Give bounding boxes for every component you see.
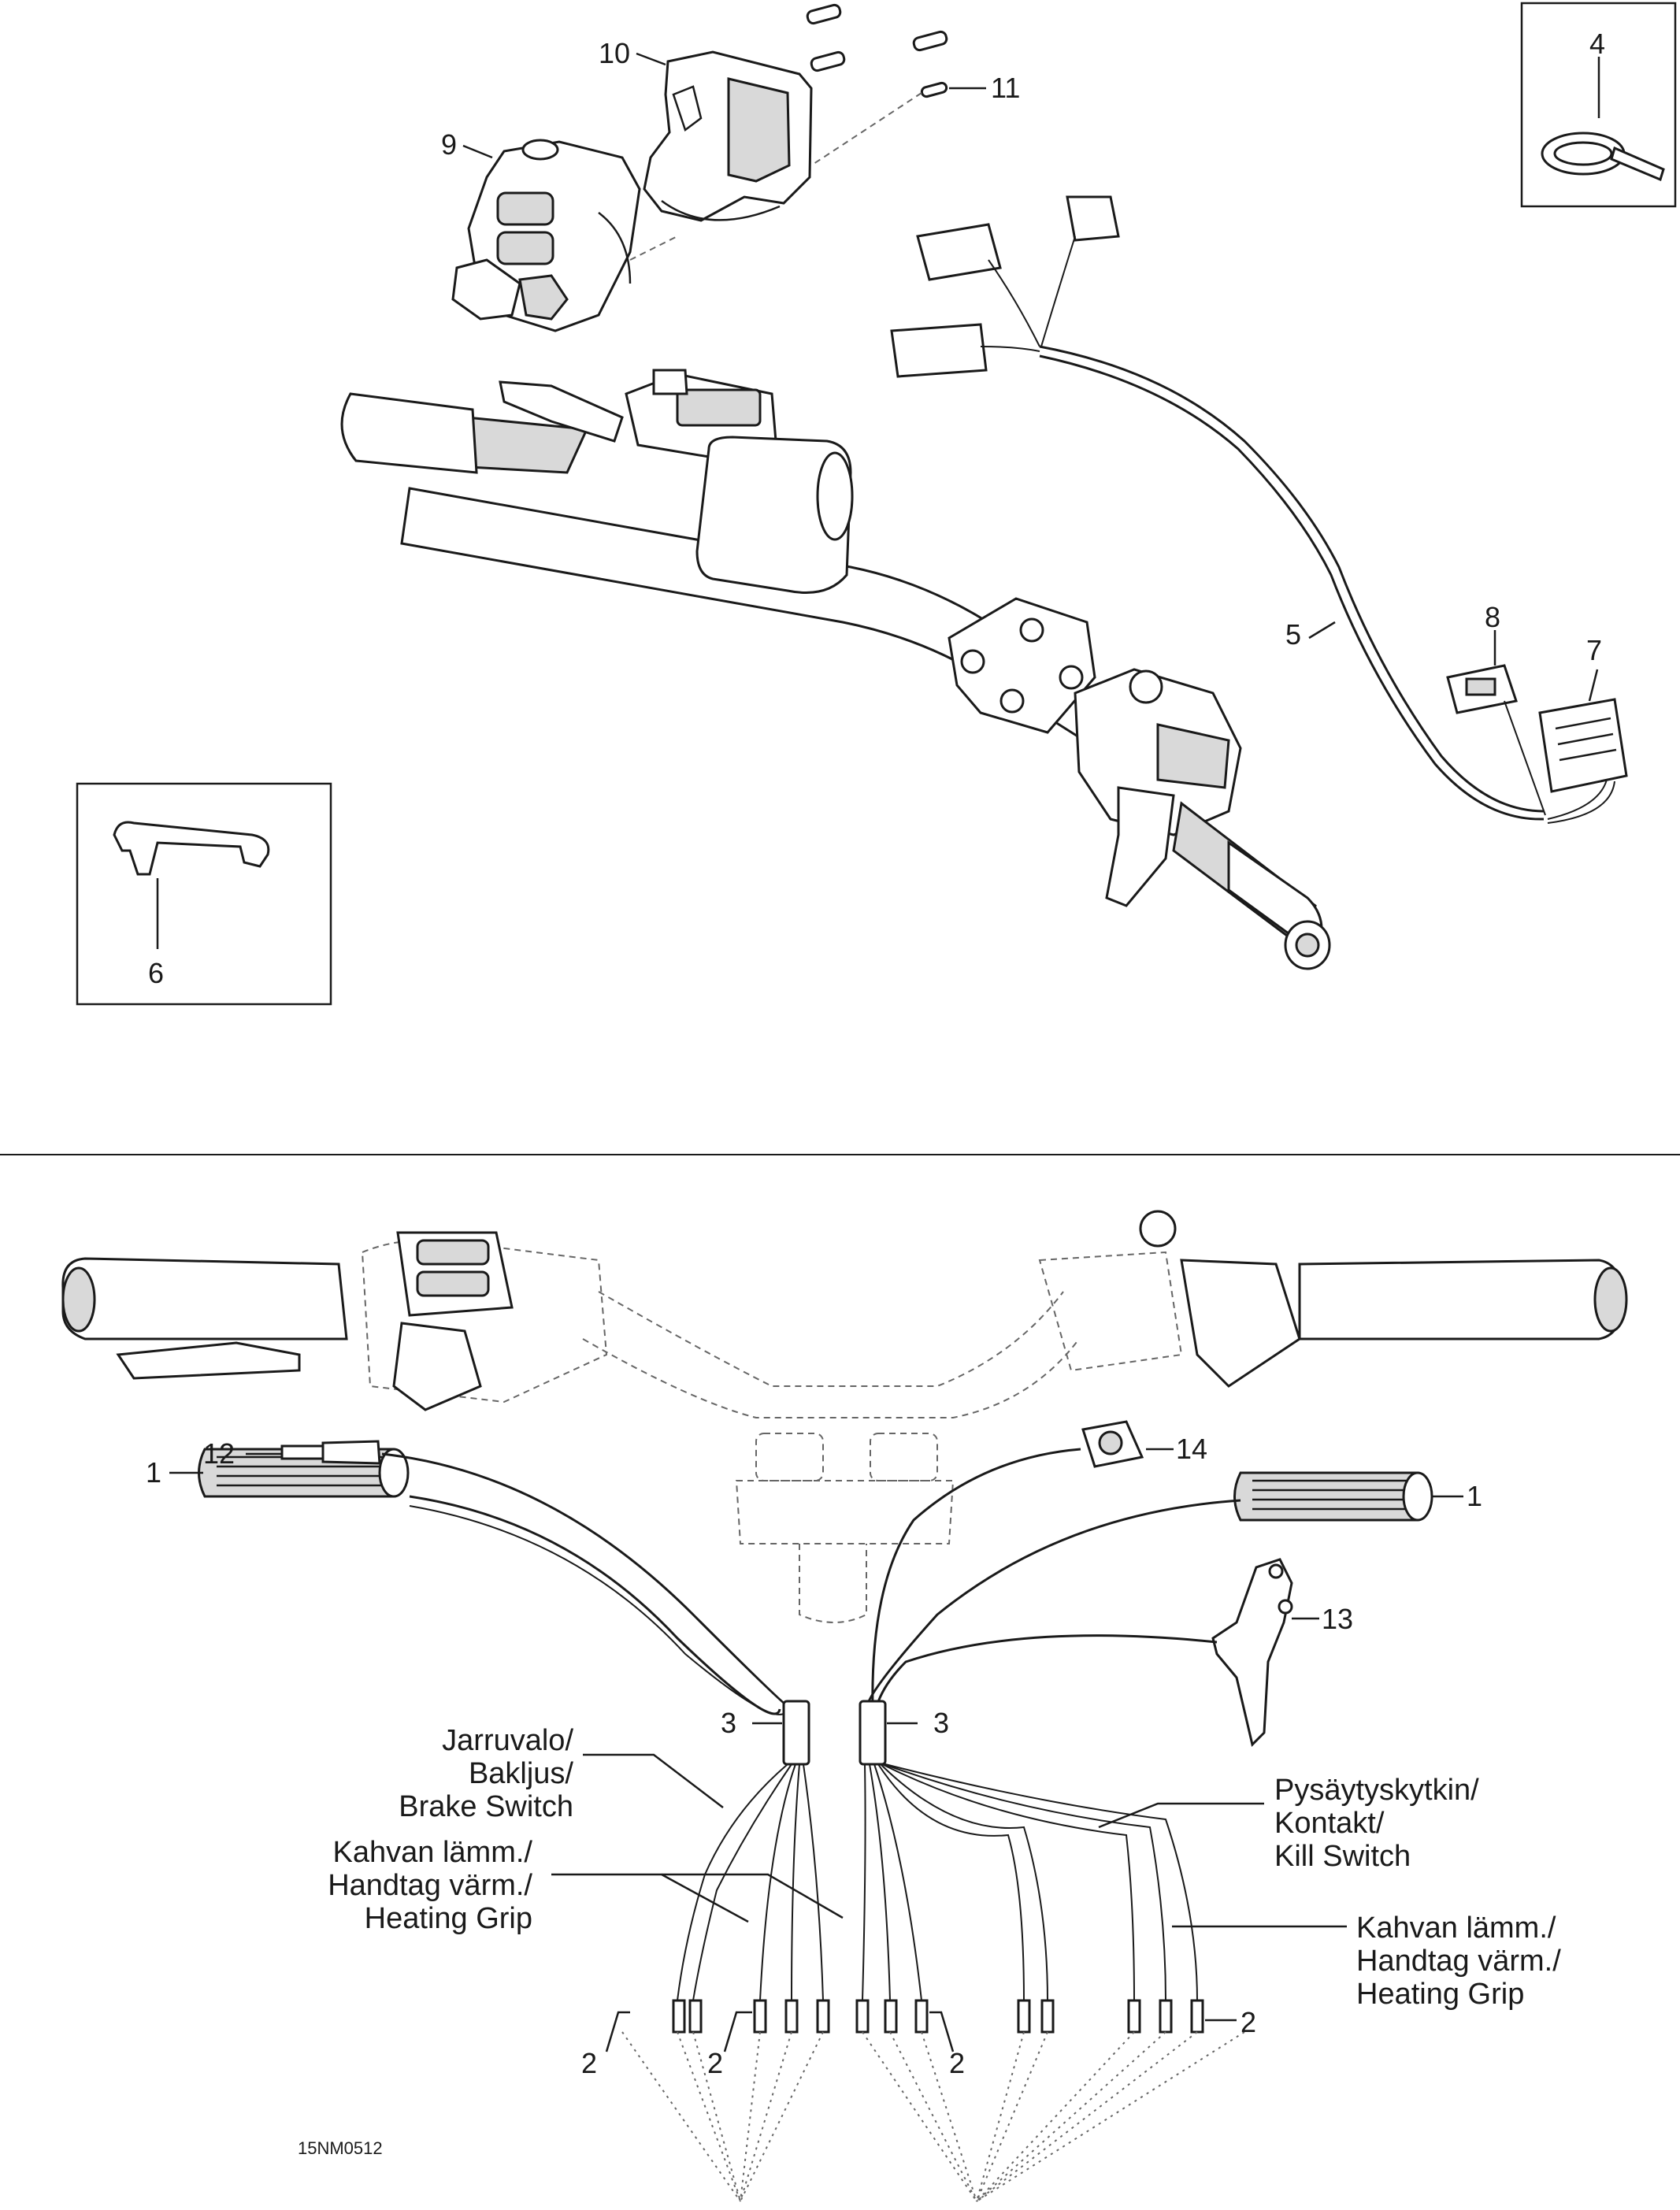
switch-housing-rear: 10 11 xyxy=(599,3,1020,222)
connector-multipin-icon xyxy=(1538,698,1628,793)
svg-text:Kahvan lämm./: Kahvan lämm./ xyxy=(1356,1912,1556,1945)
callout-11: 11 xyxy=(991,72,1020,104)
callout-2-b: 2 xyxy=(707,2047,723,2079)
handlebar-front-view xyxy=(61,1210,1628,1623)
screw-icon xyxy=(806,3,948,98)
callout-2-d: 2 xyxy=(1241,2006,1256,2038)
svg-text:Handtag värm./: Handtag värm./ xyxy=(328,1869,532,1902)
svg-text:Pysäytyskytkin/: Pysäytyskytkin/ xyxy=(1274,1774,1479,1807)
label-brake-switch: Jarruvalo/ Bakljus/ Brake Switch xyxy=(399,1724,724,1823)
drawing-code: 15NM0512 xyxy=(298,2138,383,2158)
bracket-icon xyxy=(113,821,270,876)
callout-14: 14 xyxy=(1176,1433,1207,1465)
callout-2-a: 2 xyxy=(581,2047,597,2079)
label-kill-switch: Pysäytyskytkin/ Kontakt/ Kill Switch xyxy=(1098,1774,1479,1873)
svg-text:Kontakt/: Kontakt/ xyxy=(1274,1807,1385,1840)
handlebar-assembly xyxy=(340,369,1331,970)
callout-13: 13 xyxy=(1322,1603,1353,1635)
switch-housing-front: 9 xyxy=(441,128,678,332)
svg-text:Kahvan lämm./: Kahvan lämm./ xyxy=(333,1836,533,1869)
callout-12: 12 xyxy=(203,1437,235,1470)
svg-text:Heating Grip: Heating Grip xyxy=(365,1902,532,1935)
connector-3pin-icon xyxy=(1446,664,1518,714)
svg-text:Handtag värm./: Handtag värm./ xyxy=(1356,1945,1561,1978)
callout-7: 7 xyxy=(1586,634,1602,666)
svg-text:Heating Grip: Heating Grip xyxy=(1356,1978,1524,2011)
callout-10: 10 xyxy=(599,37,630,69)
callout-5: 5 xyxy=(1285,618,1301,651)
callout-1-left: 1 xyxy=(146,1456,161,1489)
callout-3-left: 3 xyxy=(721,1707,736,1739)
inset-box-cable-tie: 4 xyxy=(1520,2,1677,208)
kill-switch-part: 14 xyxy=(1081,1420,1207,1468)
svg-text:Bakljus/: Bakljus/ xyxy=(469,1757,573,1790)
inset-box-bracket: 6 xyxy=(76,782,332,1006)
label-heating-grip-right: Kahvan lämm./ Handtag värm./ Heating Gri… xyxy=(1172,1912,1561,2011)
callout-1-right: 1 xyxy=(1467,1480,1482,1512)
heating-element-right: 1 xyxy=(1233,1471,1482,1522)
callout-6: 6 xyxy=(148,957,164,989)
svg-text:Jarruvalo/: Jarruvalo/ xyxy=(442,1724,573,1757)
callout-4: 4 xyxy=(1589,28,1605,60)
callout-3-right: 3 xyxy=(933,1707,949,1739)
cable-tie-icon xyxy=(1541,132,1665,182)
callout-2-c: 2 xyxy=(949,2047,965,2079)
harness-wires-bottom: 3 3 xyxy=(381,1448,1256,2202)
wiring-harness: 5 8 7 xyxy=(890,195,1628,824)
temperature-sensor: 12 xyxy=(203,1437,381,1470)
svg-text:Kill Switch: Kill Switch xyxy=(1274,1840,1411,1873)
label-heating-grip-left: Kahvan lämm./ Handtag värm./ Heating Gri… xyxy=(328,1836,844,1935)
callout-9: 9 xyxy=(441,128,457,161)
callout-8: 8 xyxy=(1485,601,1500,633)
switch-bracket-part: 13 xyxy=(1211,1558,1353,1747)
svg-text:Brake Switch: Brake Switch xyxy=(399,1790,573,1823)
pin-connector-icon xyxy=(672,1999,1204,2034)
